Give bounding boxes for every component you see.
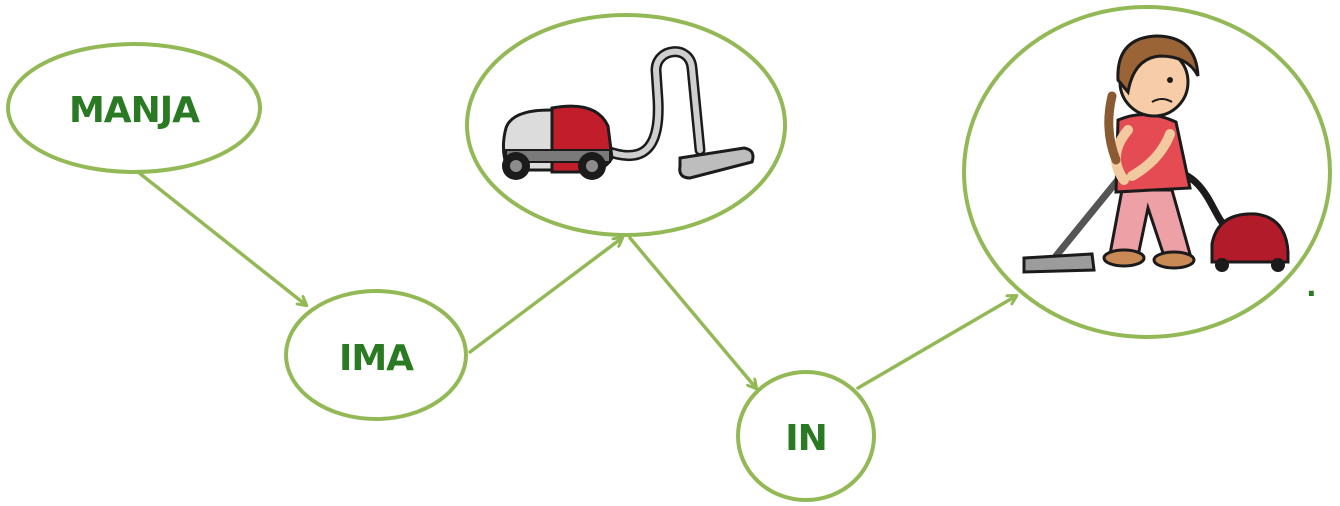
arrow-ima-to-vacuum [470, 238, 622, 352]
arrow-vacuum-to-in [630, 238, 756, 388]
node-in-label: IN [785, 418, 827, 459]
node-ima: IMA [286, 291, 466, 419]
node-manja: MANJA [8, 44, 260, 172]
arrow-manja-to-ima [138, 172, 306, 305]
node-girl [964, 7, 1330, 337]
node-vacuum [467, 15, 785, 235]
node-manja-label: MANJA [69, 90, 200, 131]
sentence-end-dot: . [1306, 270, 1317, 303]
node-ima-label: IMA [339, 338, 414, 379]
node-in: IN [738, 372, 874, 500]
arrow-in-to-girl [858, 296, 1016, 388]
